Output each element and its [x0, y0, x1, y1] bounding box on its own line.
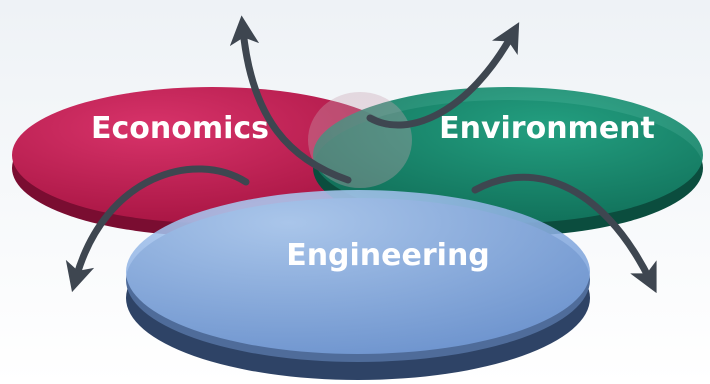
economics-label: Economics: [91, 111, 269, 146]
engineering-disc: [126, 190, 590, 380]
environment-label: Environment: [439, 111, 655, 146]
arrow-up-right-icon: [366, 22, 520, 129]
arrow-down-right-icon: [471, 173, 657, 294]
overlap-highlight: [308, 92, 412, 188]
arrow-up-left-icon: [229, 15, 352, 184]
engineering-label: Engineering: [286, 238, 490, 273]
arrow-down-left-icon: [65, 165, 250, 293]
